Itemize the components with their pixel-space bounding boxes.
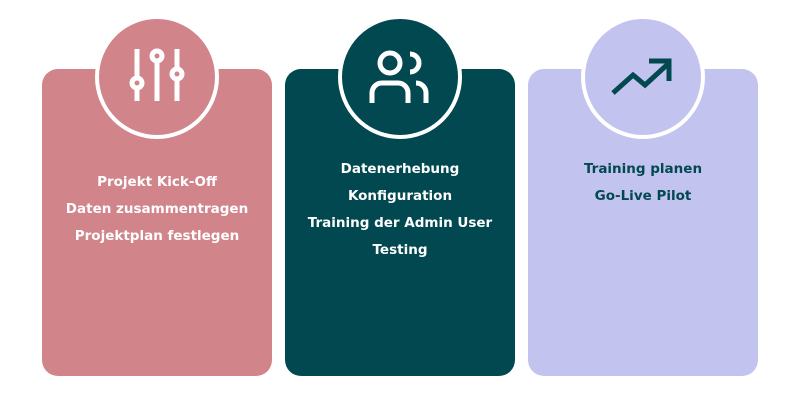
card-item: Go-Live Pilot (594, 188, 692, 204)
card-item: Konfiguration (347, 188, 453, 204)
icon-circle-1 (95, 15, 219, 139)
sliders-icon (129, 48, 185, 101)
card-item: Projektplan festlegen (74, 228, 240, 244)
card-item: Training der Admin User (307, 215, 493, 231)
card-item: Datenerhebung (340, 161, 460, 177)
card-item: Testing (372, 242, 428, 258)
card-item: Training planen (583, 161, 703, 177)
card-item: Projekt Kick-Off (97, 174, 217, 190)
users-icon (369, 50, 429, 103)
icon-circle-3 (581, 15, 705, 139)
icon-circle-2 (338, 15, 462, 139)
card-item: Daten zusammentragen (65, 201, 249, 217)
trending-up-icon (611, 58, 672, 95)
